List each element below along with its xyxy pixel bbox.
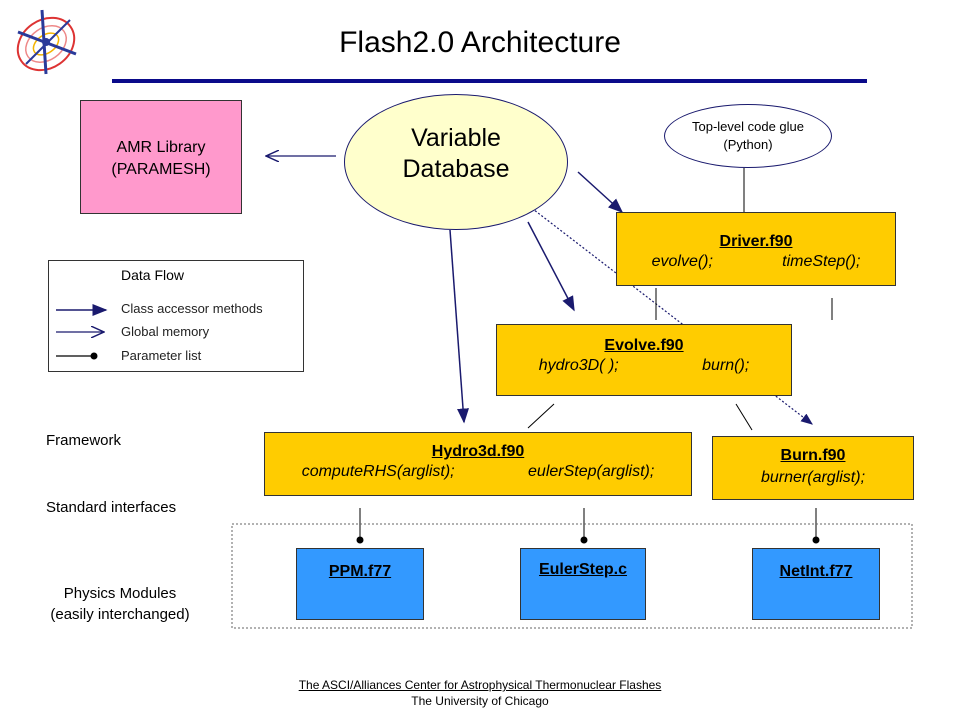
driver-method-timestep: timeStep(); (782, 253, 861, 270)
arrow-db-to-driver (577, 171, 624, 214)
module-eulerstep: EulerStep.c (520, 548, 646, 620)
footer-university: The University of Chicago (411, 694, 549, 708)
module-netint: NetInt.f77 (752, 548, 880, 620)
module-eulerstep-label[interactable]: EulerStep.c (538, 561, 628, 578)
top-level-glue-ellipse: Top-level code glue (Python) (664, 104, 832, 168)
variable-database-ellipse: Variable Database (344, 94, 568, 230)
burn-method-burner: burner(arglist); (760, 469, 866, 486)
arrow-db-to-hydro (449, 229, 470, 424)
hydro3d-method-eulerstep: eulerStep(arglist); (528, 463, 655, 480)
variable-database-line2: Database (402, 155, 510, 183)
burn-name[interactable]: Burn.f90 (780, 447, 846, 464)
legend-global-memory: Global memory (121, 324, 210, 339)
arrow-db-to-evolve (527, 221, 575, 312)
amr-library-sub: (PARAMESH) (111, 161, 211, 178)
legend-class-accessor: Class accessor methods (121, 301, 263, 316)
module-ppm: PPM.f77 (296, 548, 424, 620)
title-divider (112, 79, 867, 83)
hydro3d-method-computerhs: computeRHS(arglist); (301, 463, 455, 480)
hydro3d-box: Hydro3d.f90 computeRHS(arglist); eulerSt… (264, 432, 692, 496)
label-framework: Framework (46, 432, 122, 449)
data-flow-legend: Data Flow Class accessor methods Global … (48, 260, 304, 372)
hydro3d-name[interactable]: Hydro3d.f90 (431, 443, 525, 460)
label-physics-modules-line2: (easily interchanged) (50, 606, 190, 623)
amr-library-name: AMR Library (116, 139, 206, 156)
footer-center-link[interactable]: The ASCI/Alliances Center for Astrophysi… (298, 678, 662, 692)
amr-library-box: AMR Library (PARAMESH) (80, 100, 242, 214)
physics-modules-frame (231, 523, 913, 629)
module-netint-label[interactable]: NetInt.f77 (779, 563, 853, 580)
flash-logo-icon (16, 9, 77, 75)
variable-database-line1: Variable (411, 124, 501, 152)
evolve-method-hydro3d: hydro3D( ); (538, 357, 619, 374)
glue-line2: (Python) (723, 137, 773, 152)
evolve-name[interactable]: Evolve.f90 (604, 337, 684, 354)
label-physics-modules-line1: Physics Modules (63, 585, 177, 602)
label-physics-modules: Physics Modules (easily interchanged) (20, 583, 220, 625)
legend-parameter-list: Parameter list (121, 348, 202, 363)
driver-box: Driver.f90 evolve(); timeStep(); (616, 212, 896, 286)
label-standard-interfaces: Standard interfaces (46, 499, 177, 516)
driver-method-evolve: evolve(); (651, 253, 713, 270)
evolve-box: Evolve.f90 hydro3D( ); burn(); (496, 324, 792, 396)
burn-box: Burn.f90 burner(arglist); (712, 436, 914, 500)
glue-line1: Top-level code glue (691, 119, 805, 134)
evolve-method-burn: burn(); (702, 357, 750, 374)
module-ppm-label[interactable]: PPM.f77 (328, 563, 392, 580)
driver-name[interactable]: Driver.f90 (719, 233, 793, 250)
legend-title: Data Flow (121, 267, 185, 283)
page-title: Flash2.0 Architecture (339, 26, 621, 59)
